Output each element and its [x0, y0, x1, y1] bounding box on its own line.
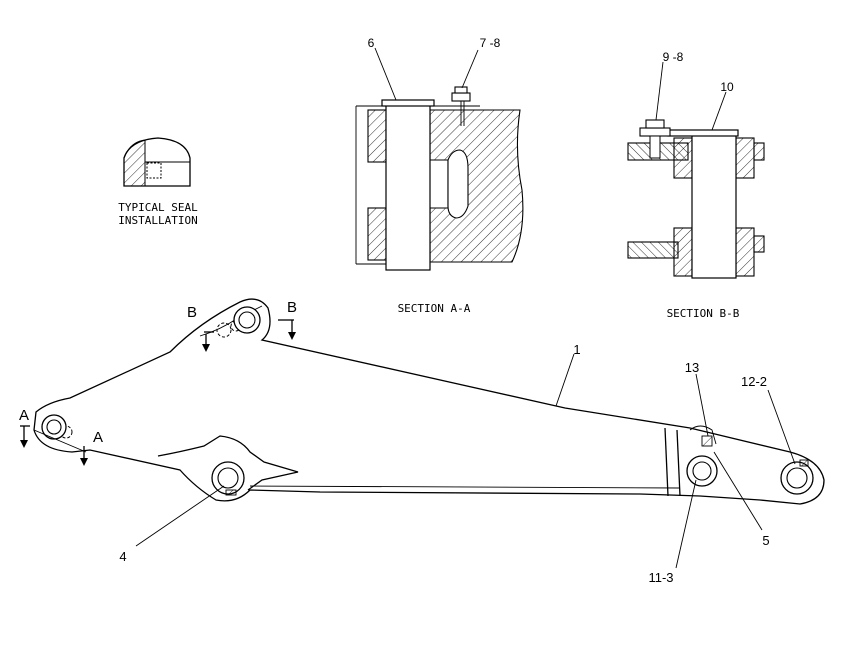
leader-13 [695, 373, 709, 437]
callout-5: 5 [762, 533, 769, 548]
callout-6: 6 [368, 36, 375, 50]
typical-seal-label-1: TYPICAL SEAL [118, 201, 198, 214]
section-cut-b [202, 319, 296, 352]
pin-boss-end [780, 461, 814, 495]
section-marker-a-right: A [93, 429, 103, 446]
section-marker-a-left: A [19, 407, 29, 424]
pin-boss-tip [41, 414, 67, 440]
callout-1: 1 [573, 342, 580, 357]
callout-7-8: 7 -8 [480, 36, 501, 50]
section-bb-label: SECTION B-B [667, 307, 740, 320]
leader-12 [767, 389, 796, 465]
callout-12-2: 12-2 [741, 374, 767, 389]
leader-1 [555, 353, 575, 407]
fitting-4 [225, 489, 237, 496]
typical-seal-detail [123, 137, 191, 187]
section-aa-view [355, 47, 524, 271]
stick-body [33, 298, 825, 505]
callout-4: 4 [119, 549, 126, 564]
section-marker-b-left: B [187, 304, 197, 321]
callout-13: 13 [685, 360, 699, 375]
section-bb-view [627, 61, 765, 279]
pin-boss-lower [211, 461, 245, 495]
typical-seal-label-2: INSTALLATION [118, 214, 197, 227]
section-marker-b-right: B [287, 299, 297, 316]
fitting-13 [701, 435, 713, 447]
pin-boss-top [233, 306, 261, 334]
leader-11 [675, 479, 697, 569]
callout-11-3: 11-3 [648, 570, 673, 585]
pin-boss-mid [686, 455, 718, 487]
callout-9-8: 9 -8 [663, 50, 684, 64]
callout-10: 10 [720, 80, 734, 94]
section-aa-label: SECTION A-A [398, 302, 471, 315]
leader-4 [135, 485, 225, 547]
section-cut-a [20, 425, 88, 466]
fitting-12 [799, 459, 809, 467]
leader-5 [713, 451, 763, 531]
